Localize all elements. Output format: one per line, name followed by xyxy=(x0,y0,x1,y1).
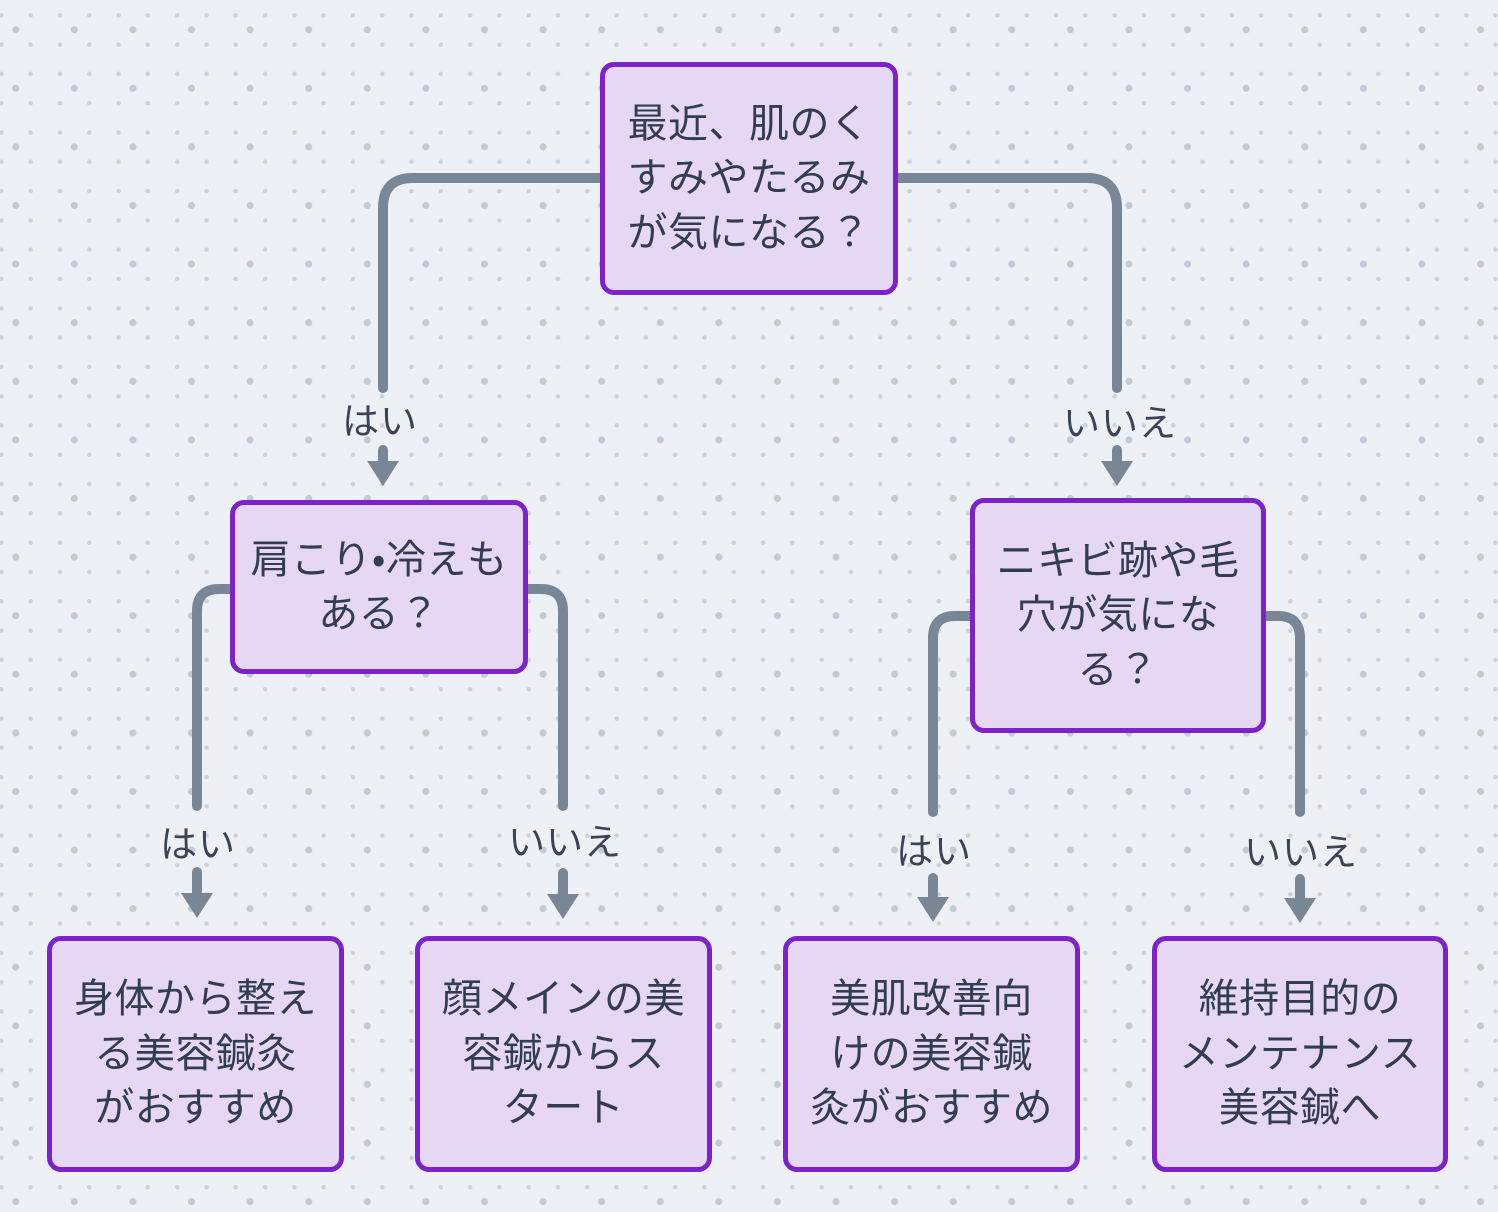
node-result-face-main: 顔メインの美 容鍼からス タート xyxy=(415,936,712,1172)
edge-label-no-q3: いいえ xyxy=(1244,832,1358,873)
edge-label-yes-q1: はい xyxy=(342,401,418,442)
node-question-acne-pores: ニキビ跡や毛 穴が気にな る？ xyxy=(970,498,1266,733)
node-result-body-first: 身体から整え る美容鍼灸 がおすすめ xyxy=(47,936,344,1172)
edge-q2-r2-arrowhead-icon xyxy=(547,894,579,919)
edge-q2-r1 xyxy=(192,584,235,811)
node-question-skin-dullness: 最近、肌のく すみやたるみ が気になる？ xyxy=(600,62,898,295)
edge-label-yes-q3: はい xyxy=(896,831,972,872)
edge-q3-r3 xyxy=(928,611,975,817)
edge-q2-r2 xyxy=(522,584,568,811)
edge-label-no-q2: いいえ xyxy=(508,822,622,863)
edge-q3-r3-arrowhead-icon xyxy=(917,897,949,922)
edge-q1-q3 xyxy=(892,173,1122,393)
edge-q1-q3-arrowhead-icon xyxy=(1101,461,1133,486)
edge-q3-r4-arrowhead-icon xyxy=(1284,898,1316,923)
node-result-maintenance: 維持目的の メンテナンス 美容鍼へ xyxy=(1152,936,1448,1172)
edge-label-no-q1: いいえ xyxy=(1063,403,1177,444)
node-question-shoulder-cold: 肩こり・冷えも ある？ xyxy=(230,500,528,674)
edge-q2-r1-arrowhead-icon xyxy=(181,893,213,918)
edge-q1-q2-arrowhead-icon xyxy=(367,461,399,486)
edge-q3-r4 xyxy=(1260,611,1305,817)
edge-q1-q2 xyxy=(378,173,605,393)
edge-label-yes-q2: はい xyxy=(160,824,236,865)
node-result-skin-improvement: 美肌改善向 けの美容鍼 灸がおすすめ xyxy=(783,936,1080,1172)
